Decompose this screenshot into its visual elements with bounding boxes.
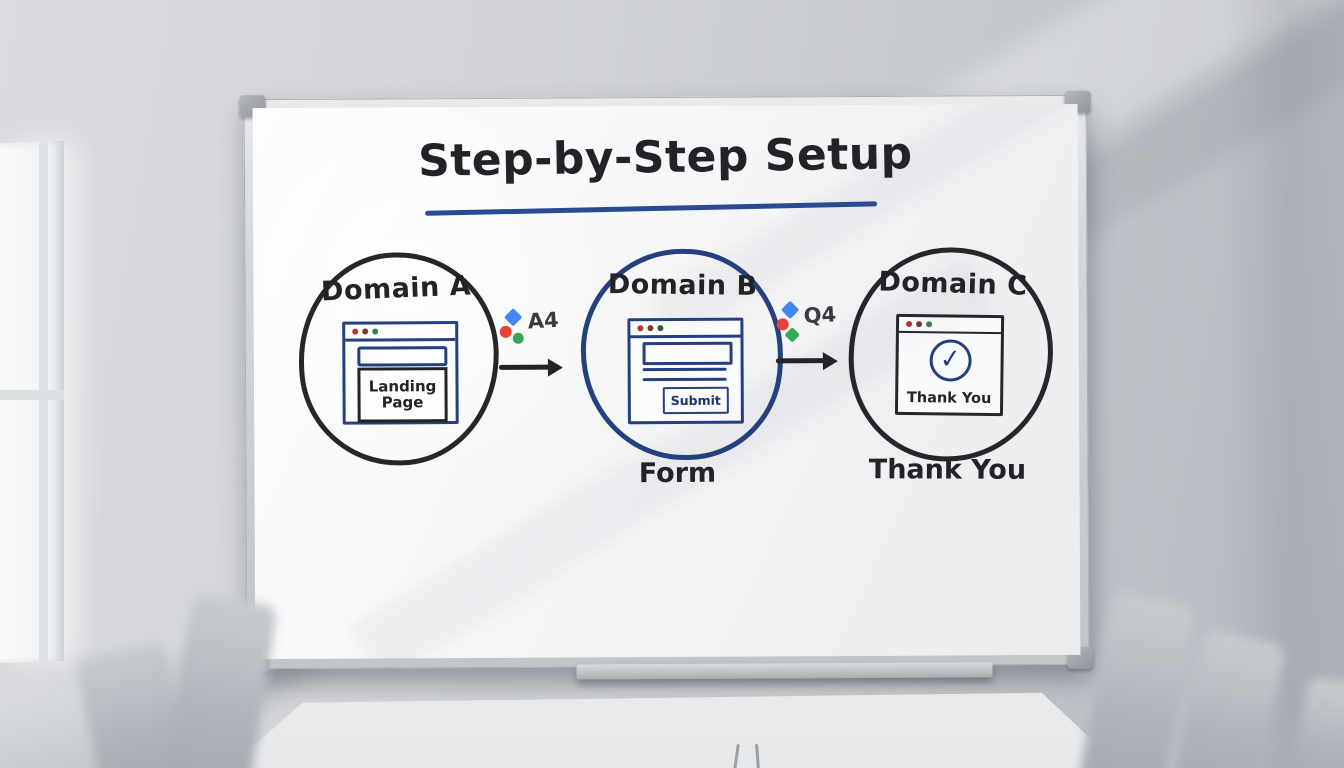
caption-thank-you: Thank You [868,454,1027,486]
ga4-icon [776,318,789,331]
browser-titlebar [345,324,456,342]
table-seam [755,743,760,768]
landing-page-box: Landing Page [357,367,448,423]
chair [163,592,279,768]
window-mullion [0,389,65,401]
window-dot-icon [906,320,913,328]
arrow-right-icon [547,358,563,377]
browser-titlebar [898,316,1002,335]
window-dot-icon [926,321,933,328]
caption-form: Form [638,457,717,490]
whiteboard-surface: Step-by-Step Setup Domain A Landing Page [252,103,1081,660]
window-mullion [39,141,48,662]
node-domain-c: Domain C ✓ Thank You [845,244,1056,465]
window-dot-icon [352,328,359,335]
form-input-field [642,341,733,366]
node-label: Domain B [607,269,758,302]
window-dot-icon [657,325,664,332]
connector-label: A4 [527,307,560,334]
ga4-icon [784,327,801,343]
window-dot-icon [372,328,379,335]
whiteboard: Step-by-Step Setup Domain A Landing Page [239,90,1094,680]
arrow-right-icon [822,352,838,371]
browser-titlebar [630,320,741,339]
arrow-right-icon [498,364,551,370]
arrow-right-icon [775,358,826,364]
window-dot-icon [637,325,644,332]
chair [1078,591,1198,768]
connector-label: Q4 [802,302,837,329]
submit-button: Submit [662,386,729,415]
node-label: Domain A [320,270,472,308]
window-dot-icon [647,325,654,332]
thank-you-text: Thank You [906,389,992,407]
address-bar [357,346,448,367]
form-text-line [642,377,727,382]
browser-window-form: Submit [627,317,744,425]
browser-window-thank-you: ✓ Thank You [894,313,1005,417]
check-icon: ✓ [929,339,972,382]
form-text-line [642,367,727,372]
ga4-icon [499,325,512,338]
ga4-icon [780,300,800,320]
browser-window-landing: Landing Page [342,321,459,425]
table-seam [733,743,740,768]
window-dot-icon [916,321,923,328]
room-window [0,140,65,664]
window-dot-icon [362,328,369,335]
node-label: Domain C [878,266,1028,302]
marker-tray [576,662,993,680]
ga4-icon [512,332,524,344]
